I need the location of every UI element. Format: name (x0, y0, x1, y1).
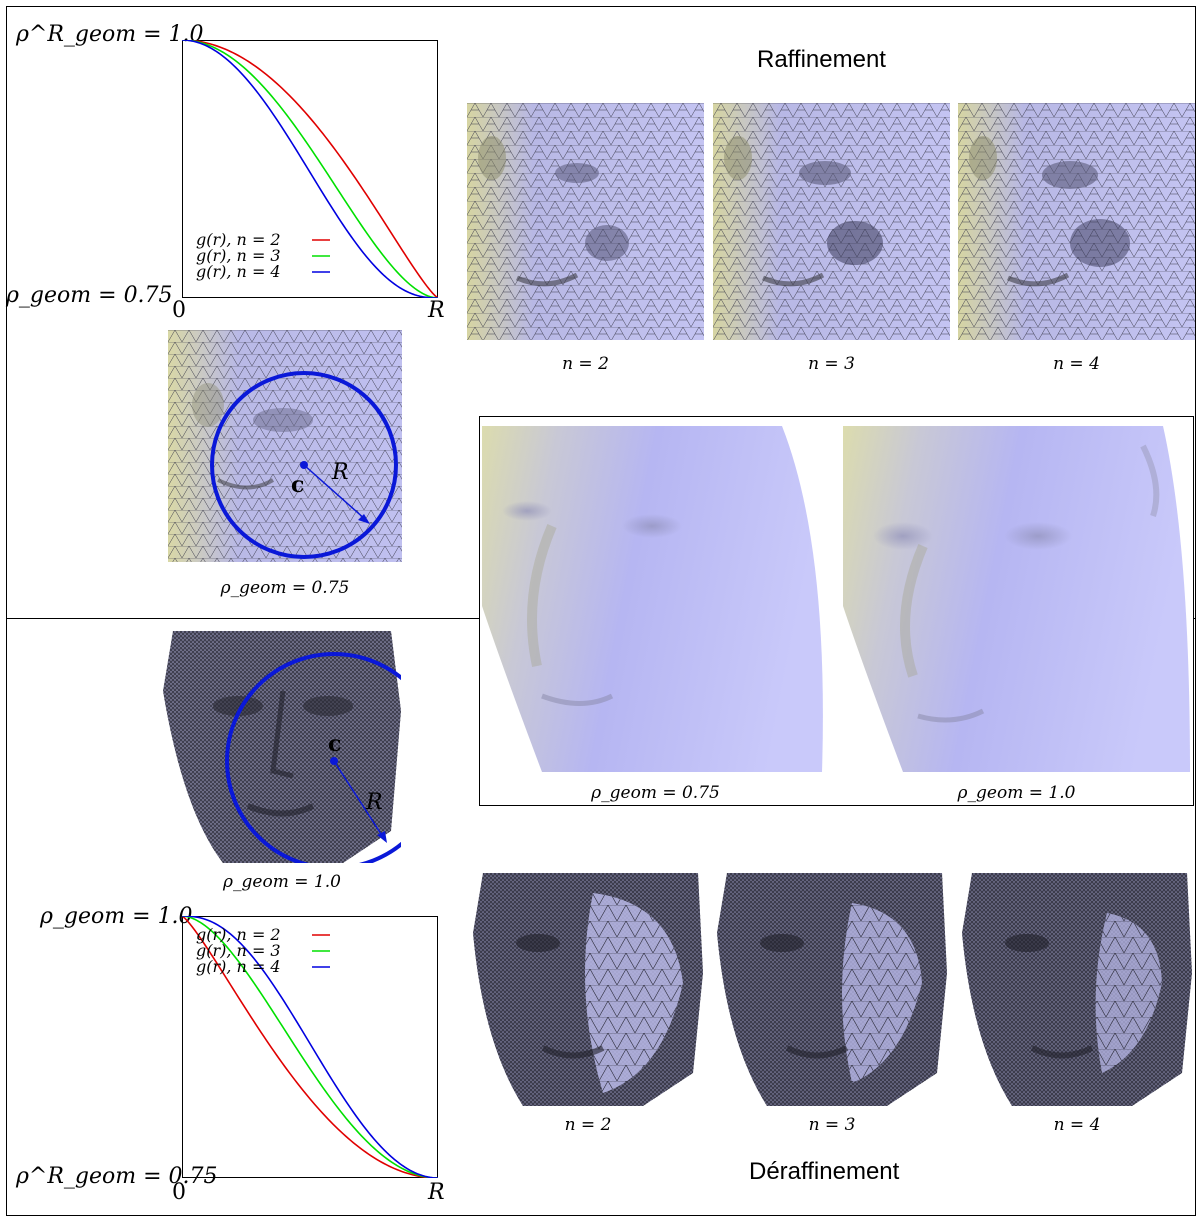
top-chart-ylabel-bottom: ρ_geom = 0.75 (6, 283, 173, 308)
derefinement-mesh-n4-svg (962, 873, 1192, 1106)
top-chart-xend: R (428, 298, 445, 323)
refinement-mesh-n3-svg (713, 103, 950, 340)
top-left-radius-arrow (358, 514, 370, 524)
top-legend-n3-label: g(r), n = 3 (196, 246, 281, 265)
top-curves-series-n4 (182, 40, 438, 298)
bottom-left-radius-line (333, 760, 384, 838)
bottom-left-radius-circle (225, 652, 401, 863)
bottom-chart-ylabel-bottom: ρ^R_geom = 0.75 (16, 1164, 218, 1189)
top-curves-series-n3 (182, 40, 438, 298)
shaded-face-rho-10-svg (843, 426, 1190, 772)
top-chart-ylabel-top: ρ^R_geom = 1.0 (16, 22, 204, 47)
bottom-left-center-label: c (328, 731, 342, 757)
bottom-left-mesh-svg (163, 631, 401, 863)
refinement-mesh-n4 (958, 103, 1195, 340)
refinement-mesh-n2-svg (467, 103, 704, 340)
top-chart-legend: g(r), n = 2 g(r), n = 3 g(r), n = 4 (196, 230, 330, 281)
bottom-legend-n3-label: g(r), n = 3 (196, 941, 281, 960)
bottom-curves-series-n2 (182, 916, 438, 1178)
top-left-radius-circle (210, 371, 398, 559)
shaded-caption-rho-10: ρ_geom = 1.0 (957, 783, 1076, 803)
derefinement-mesh-n2 (473, 873, 703, 1106)
shaded-face-rho-10 (843, 426, 1190, 772)
bottom-curves-series-n3 (182, 916, 438, 1178)
refinement-mesh-n3 (713, 103, 950, 340)
top-left-mesh-svg (168, 330, 402, 562)
refinement-caption-n2: n = 2 (562, 354, 609, 374)
bottom-chart-xstart: 0 (172, 1180, 186, 1205)
bottom-legend-n4-label: g(r), n = 4 (196, 957, 281, 976)
bottom-left-radius-label: R (366, 790, 383, 815)
top-chart-frame (182, 40, 438, 298)
derefinement-mesh-n3 (717, 873, 947, 1106)
top-left-mesh-caption: ρ_geom = 0.75 (220, 578, 350, 598)
bottom-chart-ylabel-top: ρ_geom = 1.0 (40, 904, 193, 929)
derefinement-caption-n3: n = 3 (808, 1115, 856, 1135)
shaded-face-rho-075 (482, 426, 829, 772)
derefinement-caption-n2: n = 2 (564, 1115, 612, 1135)
bottom-left-mesh-caption: ρ_geom = 1.0 (223, 872, 341, 892)
top-left-mesh-image (168, 330, 402, 562)
top-legend-n4-label: g(r), n = 4 (196, 262, 281, 281)
top-left-radius-label: R (332, 460, 349, 485)
top-chart: g(r), n = 2 g(r), n = 3 g(r), n = 4 (182, 40, 438, 298)
top-legend-n2-label: g(r), n = 2 (196, 230, 281, 249)
top-left-center-label: c (291, 472, 305, 498)
bottom-left-radius-arrow (377, 831, 387, 843)
refinement-mesh-n2 (467, 103, 704, 340)
bottom-curves-series-n4 (182, 916, 438, 1178)
shaded-caption-rho-075: ρ_geom = 0.75 (591, 783, 720, 803)
top-left-radius-line (303, 464, 367, 521)
top-curves-series-n2 (182, 40, 438, 298)
bottom-left-mesh-image (163, 631, 401, 863)
refinement-caption-n3: n = 3 (808, 354, 855, 374)
bottom-chart-frame (182, 916, 438, 1178)
figure-frame (6, 6, 1196, 1216)
refinement-title: Raffinement (757, 46, 886, 73)
refinement-caption-n4: n = 4 (1053, 354, 1100, 374)
shaded-face-rho-075-svg (482, 426, 829, 772)
refinement-mesh-n4-svg (958, 103, 1195, 340)
bottom-chart-legend: g(r), n = 2 g(r), n = 3 g(r), n = 4 (196, 925, 330, 976)
derefinement-mesh-n2-svg (473, 873, 703, 1106)
bottom-legend-n2-label: g(r), n = 2 (196, 925, 281, 944)
derefinement-mesh-n4 (962, 873, 1192, 1106)
derefinement-caption-n4: n = 4 (1053, 1115, 1101, 1135)
top-chart-xstart: 0 (172, 298, 186, 323)
bottom-chart: g(r), n = 2 g(r), n = 3 g(r), n = 4 (182, 916, 438, 1178)
derefinement-title: Déraffinement (749, 1158, 900, 1185)
bottom-chart-xend: R (428, 1180, 445, 1205)
derefinement-mesh-n3-svg (717, 873, 947, 1106)
